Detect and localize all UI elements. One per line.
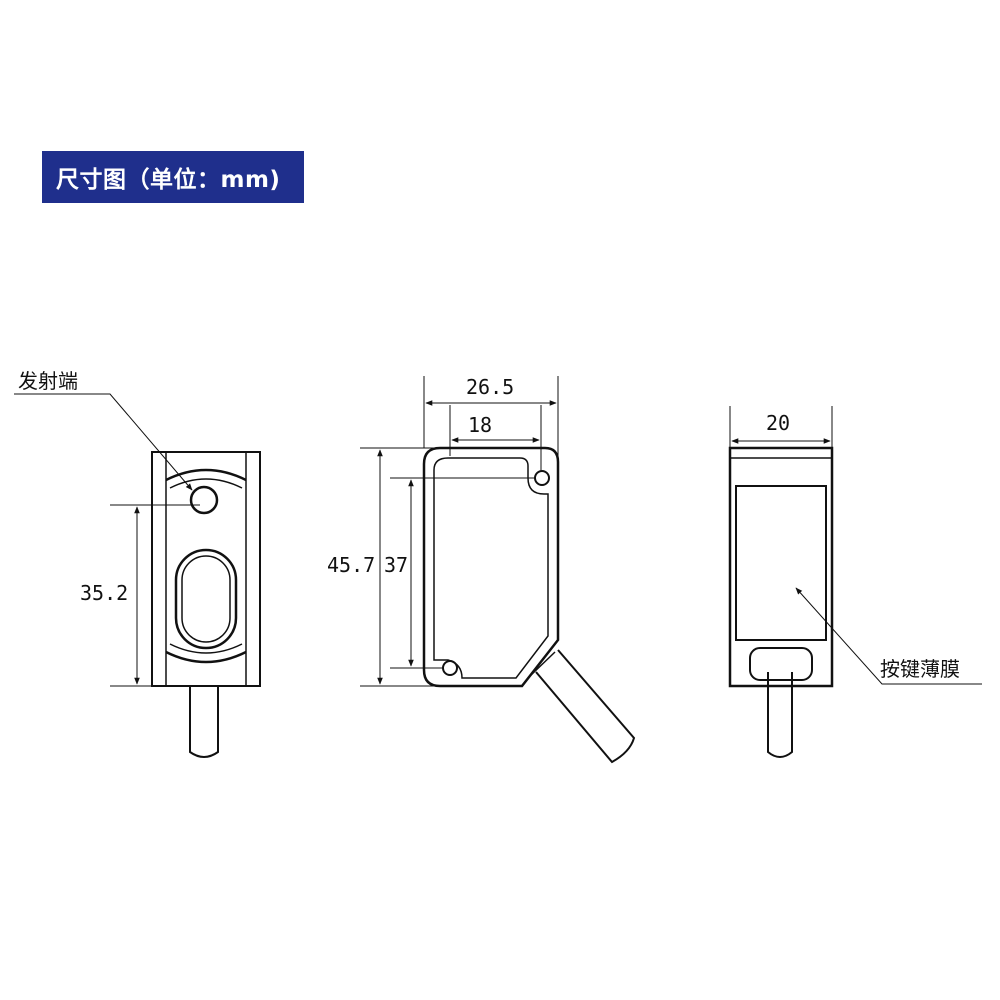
side-view: [360, 376, 636, 764]
dim-side-height-inner: 37: [384, 553, 408, 577]
receiver-window: [174, 548, 238, 650]
title-banner: 尺寸图（单位：mm): [42, 151, 304, 203]
title-text: 尺寸图（单位：mm): [56, 167, 281, 193]
back-housing: [728, 446, 834, 688]
side-housing: [422, 446, 560, 688]
mount-hole-top: [534, 470, 550, 486]
back-cable-gland: [749, 647, 813, 681]
dim-side-width-inner: 18: [468, 413, 492, 437]
dim-side-height-outer: 45.7: [327, 553, 375, 577]
front-housing: [151, 451, 261, 687]
dim-front-height: 35.2: [80, 581, 128, 605]
front-view: [14, 393, 261, 758]
emitter-label: 发射端: [18, 369, 78, 393]
back-view: [728, 406, 982, 758]
button-membrane-label: 按键薄膜: [880, 657, 960, 681]
emitter-hole: [189, 485, 219, 515]
dim-back-width: 20: [766, 411, 790, 435]
mount-hole-bottom: [442, 660, 458, 676]
back-cable: [767, 672, 793, 758]
dim-side-width-outer: 26.5: [466, 375, 514, 399]
button-membrane: [735, 485, 827, 641]
front-cable: [189, 686, 219, 758]
front-lens-panel: [165, 468, 247, 482]
side-cable: [535, 649, 636, 764]
